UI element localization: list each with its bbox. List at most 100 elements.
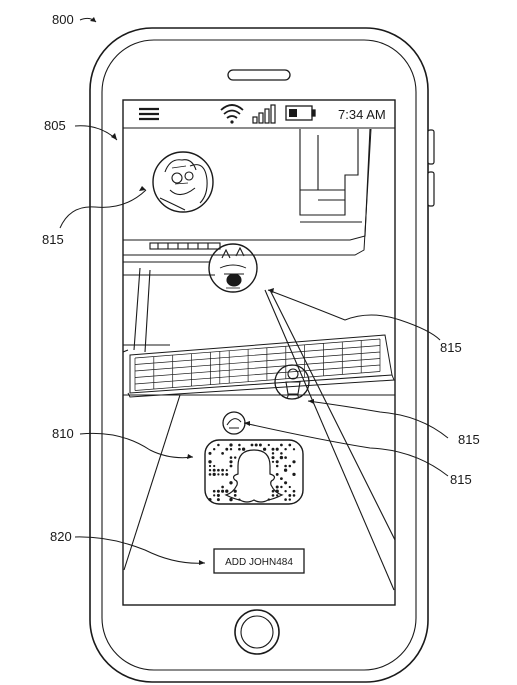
snapcode-dot [221, 489, 225, 493]
snapcode-dot [292, 472, 296, 477]
monitor-window [299, 129, 359, 216]
snapcode-dot [276, 494, 279, 497]
sticker-figure-keyboard[interactable] [274, 364, 310, 400]
sticker-character-monitor[interactable] [208, 243, 258, 293]
snapcode-dot [267, 443, 270, 447]
snapcode-dot [284, 464, 287, 468]
snapcode-dot [292, 448, 296, 451]
snapcode-dot [284, 490, 287, 493]
snapcode-dot [216, 498, 220, 502]
snapcode-dot [292, 494, 296, 497]
home-button[interactable] [234, 609, 280, 655]
camera-scene [122, 128, 396, 591]
snapcode-dot [238, 498, 241, 501]
speaker-slot [227, 69, 291, 81]
snapcode-dot [208, 451, 212, 455]
snapcode-dot [233, 489, 237, 493]
ref-800: 800 [52, 12, 74, 27]
snapcode-dot [213, 464, 216, 468]
snapcode-dot [225, 447, 229, 451]
snapcode-dot [254, 443, 258, 447]
snapcode-dot [280, 485, 283, 489]
status-time: 7:34 AM [338, 107, 386, 122]
snapcode-dot [258, 443, 262, 447]
snapcode-dot [275, 460, 279, 464]
snapcode-dot [229, 456, 233, 459]
snapcode[interactable] [204, 439, 304, 505]
snapcode-dot [271, 456, 275, 460]
snapcode-dot [288, 443, 292, 447]
ref-815-monitor: 815 [440, 340, 462, 355]
snapcode-dot [233, 494, 237, 497]
snapcode-dot [225, 489, 229, 493]
snapcode-dot [292, 460, 296, 464]
snapcode-dot [212, 472, 216, 477]
snapcode-dot [262, 447, 267, 451]
snapcode-dot [288, 498, 291, 501]
snapcode-dot [280, 452, 283, 455]
snapcode-dot [212, 468, 216, 472]
snapcode-dot [283, 468, 288, 472]
snapcode-dot [221, 452, 224, 455]
snapcode-dot [229, 481, 233, 485]
taskbar-strip [149, 242, 221, 250]
keyboard [127, 334, 395, 398]
wifi-icon [220, 104, 244, 124]
snapcode-dot [275, 472, 279, 476]
snapcode-dot [279, 455, 284, 460]
ref-815-small: 815 [450, 472, 472, 487]
monitor-bezel [123, 128, 372, 256]
snapcode-dot [229, 497, 233, 502]
snapcode-dot [217, 443, 220, 447]
snapcode-dot [271, 452, 275, 455]
snapcode-dot [284, 447, 287, 451]
snapcode-dot [271, 460, 275, 463]
snapcode-dot [271, 494, 275, 497]
leader-lines [59, 17, 449, 564]
snapcode-dot [221, 468, 224, 472]
snapcode-dot [233, 456, 237, 459]
snapcode-dot [229, 460, 233, 464]
snapcode-dot [288, 485, 291, 489]
snapcode-dot [208, 464, 212, 468]
snapcode-dot [284, 456, 287, 459]
ref-820: 820 [50, 529, 72, 544]
snapcode-dot [221, 473, 224, 476]
snapcode-dot [250, 443, 254, 447]
snapcode-dot [216, 489, 220, 493]
snapcode-dot [229, 443, 233, 447]
snapcode-dot [208, 469, 212, 472]
snapcode-dot [213, 448, 216, 451]
snapcode-dot [238, 443, 241, 447]
battery-icon [285, 105, 316, 121]
snapcode-dot [275, 464, 279, 468]
screen [122, 99, 396, 606]
add-friend-button[interactable]: ADD JOHN484 [213, 548, 305, 574]
phone-device [89, 27, 429, 683]
snapcode-dot [208, 473, 212, 476]
sticker-character-large[interactable] [152, 151, 214, 213]
ref-815-keyboard: 815 [458, 432, 480, 447]
snapcode-dot [284, 498, 287, 501]
menu-icon[interactable] [139, 107, 159, 121]
snapcode-dot [208, 498, 212, 502]
snapcode-dot [267, 498, 270, 501]
snapcode-dot [213, 494, 216, 497]
snapcode-dot [229, 464, 233, 468]
snapcode-dot [217, 473, 220, 476]
snapcode-dot [280, 443, 283, 447]
snapcode-dot [217, 468, 220, 472]
side-buttons [427, 129, 435, 207]
snapcode-dot [225, 472, 229, 476]
snapcode-dot [275, 489, 279, 493]
keyboard-keys [134, 338, 381, 391]
ref-815-top-left: 815 [42, 232, 64, 247]
snapcode-dot [275, 447, 279, 451]
snapcode-dots [208, 443, 296, 502]
ref-805: 805 [44, 118, 66, 133]
snapcode-dot [284, 481, 288, 485]
snapcode-dot [229, 448, 233, 451]
snapcode-dot [221, 485, 224, 489]
snapcode-dot [216, 493, 220, 497]
